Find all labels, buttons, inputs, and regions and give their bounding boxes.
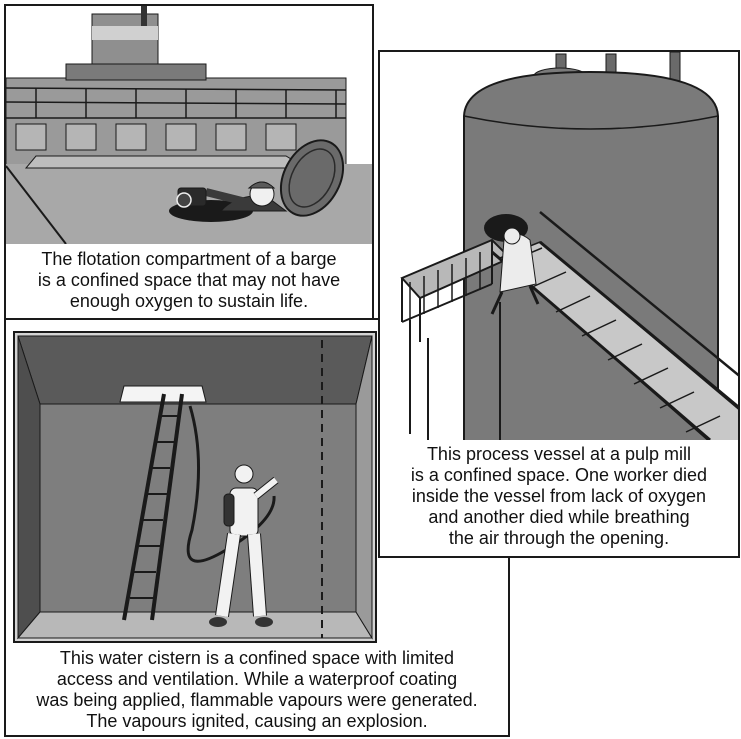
cistern-caption: This water cistern is a confined space w…	[6, 648, 508, 732]
vessel-illustration	[380, 52, 738, 556]
vessel-platform	[400, 238, 512, 442]
cistern-caption-line: The vapours ignited, causing an explosio…	[86, 711, 428, 731]
vessel-caption-line: This process vessel at a pulp mill	[426, 444, 692, 464]
vessel-caption-line: and another died while breathing	[428, 507, 690, 527]
camera-icon	[176, 187, 207, 208]
barge-illustration	[6, 6, 372, 320]
cistern-floor	[16, 611, 373, 639]
barge-caption-line: is a confined space that may not have	[37, 270, 341, 290]
cistern-back-wall	[39, 403, 357, 613]
air-hose	[186, 405, 276, 563]
barge-smokestack	[91, 6, 159, 69]
barge-panel: The flotation compartment of a barge is …	[4, 4, 374, 322]
barge-caption-line: The flotation compartment of a barge	[41, 249, 337, 269]
cistern-caption-line: access and ventilation. While a waterpro…	[56, 669, 458, 689]
vessel-caption-line: is a confined space. One worker died	[410, 465, 708, 485]
barge-caption-line: enough oxygen to sustain life.	[69, 291, 309, 311]
barge-superstructure	[6, 77, 347, 169]
cistern-caption-line: This water cistern is a confined space w…	[59, 648, 455, 668]
vessel-worker	[490, 227, 540, 315]
hatch-lid	[279, 139, 345, 217]
vessel-caption-line: inside the vessel from lack of oxygen	[411, 486, 707, 506]
barge-worker	[205, 181, 288, 212]
barge-railing	[6, 87, 347, 119]
barge-windows	[15, 123, 297, 151]
vessel-caption: This process vessel at a pulp mill is a …	[380, 444, 738, 549]
vessel-stairs	[491, 211, 738, 443]
cistern-ladder	[122, 393, 184, 621]
vessel-caption-line: the air through the opening.	[448, 528, 670, 548]
cistern-worker	[209, 464, 279, 627]
vessel-panel: This process vessel at a pulp mill is a …	[378, 50, 740, 558]
cistern-caption-line: was being applied, flammable vapours wer…	[36, 690, 478, 710]
barge-caption: The flotation compartment of a barge is …	[6, 249, 372, 312]
